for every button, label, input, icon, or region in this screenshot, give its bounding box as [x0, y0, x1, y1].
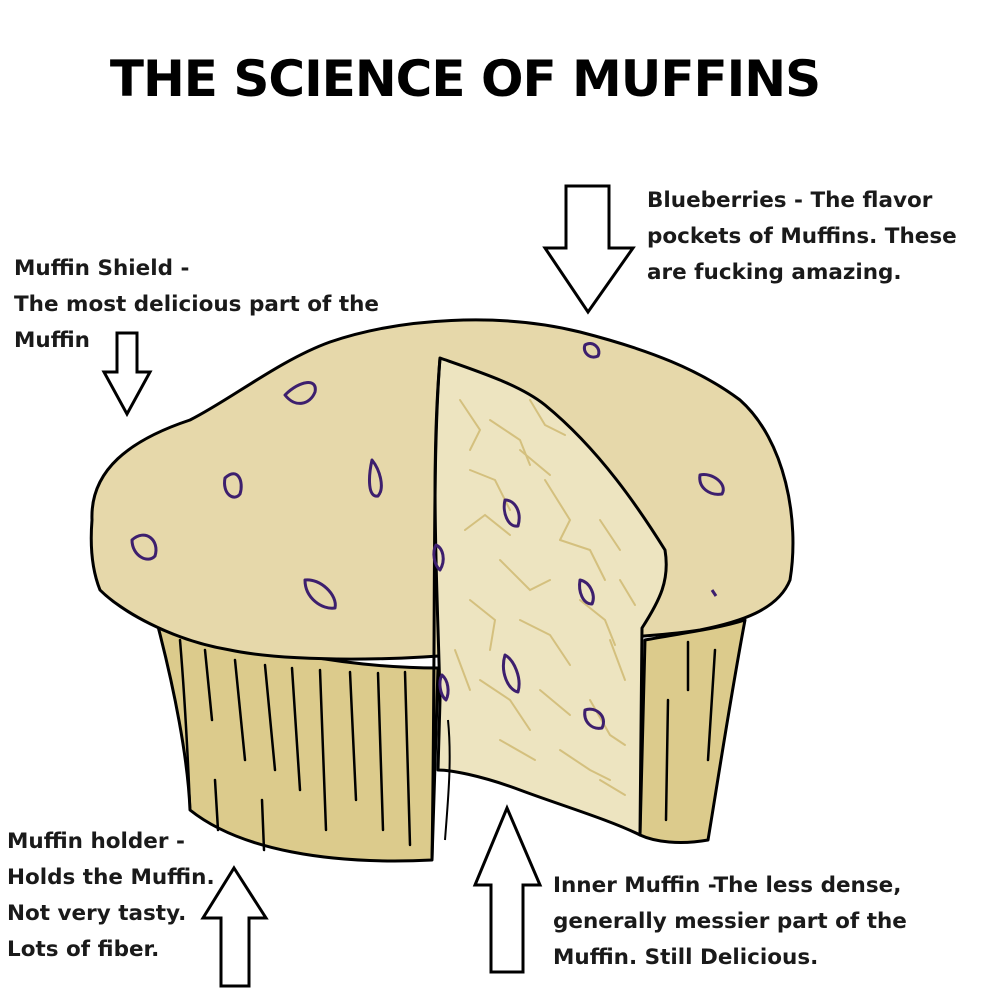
blueberry — [438, 673, 450, 702]
label-line: Not very tasty. — [7, 901, 187, 926]
label-line: pockets of Muffins. These — [647, 224, 957, 249]
blueberry — [303, 578, 337, 610]
label-line: Lots of fiber. — [7, 937, 160, 962]
blueberry — [130, 533, 158, 561]
muffin-shield-label: Muffin Shield - The most delicious part … — [14, 251, 379, 359]
blueberry — [698, 473, 725, 496]
blueberry — [583, 707, 605, 730]
holder-pleats — [178, 638, 717, 852]
blueberry — [502, 498, 521, 528]
label-line: Muffin — [14, 328, 90, 353]
blueberry — [710, 589, 718, 597]
inner-muffin — [433, 356, 668, 837]
blueberry — [368, 458, 383, 498]
muffin-holder-label: Muffin holder - Holds the Muffin. Not ve… — [7, 824, 215, 968]
label-line: generally messier part of the — [553, 909, 907, 934]
blueberry — [502, 653, 521, 694]
blueberries-label: Blueberries - The flavor pockets of Muff… — [647, 183, 957, 291]
page-title: THE SCIENCE OF MUFFINS — [109, 50, 821, 108]
blueberry — [283, 381, 317, 405]
crumb-texture — [454, 399, 636, 796]
label-line: are fucking amazing. — [647, 260, 902, 285]
blueberries — [130, 341, 725, 730]
label-line: Muffin. Still Delicious. — [553, 945, 819, 970]
shield-arrow-icon — [101, 331, 153, 418]
label-line: Muffin Shield - — [14, 256, 190, 281]
blueberry — [223, 472, 243, 499]
blueberry — [432, 543, 445, 572]
label-line: The most delicious part of the — [14, 292, 379, 317]
label-line: Muffin holder - — [7, 829, 185, 854]
inner-arrow-icon — [472, 804, 543, 974]
label-line: Holds the Muffin. — [7, 865, 215, 890]
blueberry — [582, 341, 601, 359]
label-line: Inner Muffin -The less dense, — [553, 873, 902, 898]
holder-arrow-icon — [200, 865, 269, 988]
muffin-holder-right — [638, 618, 747, 844]
inner-muffin-label: Inner Muffin -The less dense, generally … — [553, 868, 907, 976]
blueberries-arrow-icon — [542, 184, 636, 315]
blueberry — [578, 578, 595, 606]
label-line: Blueberries - The flavor — [647, 188, 933, 213]
